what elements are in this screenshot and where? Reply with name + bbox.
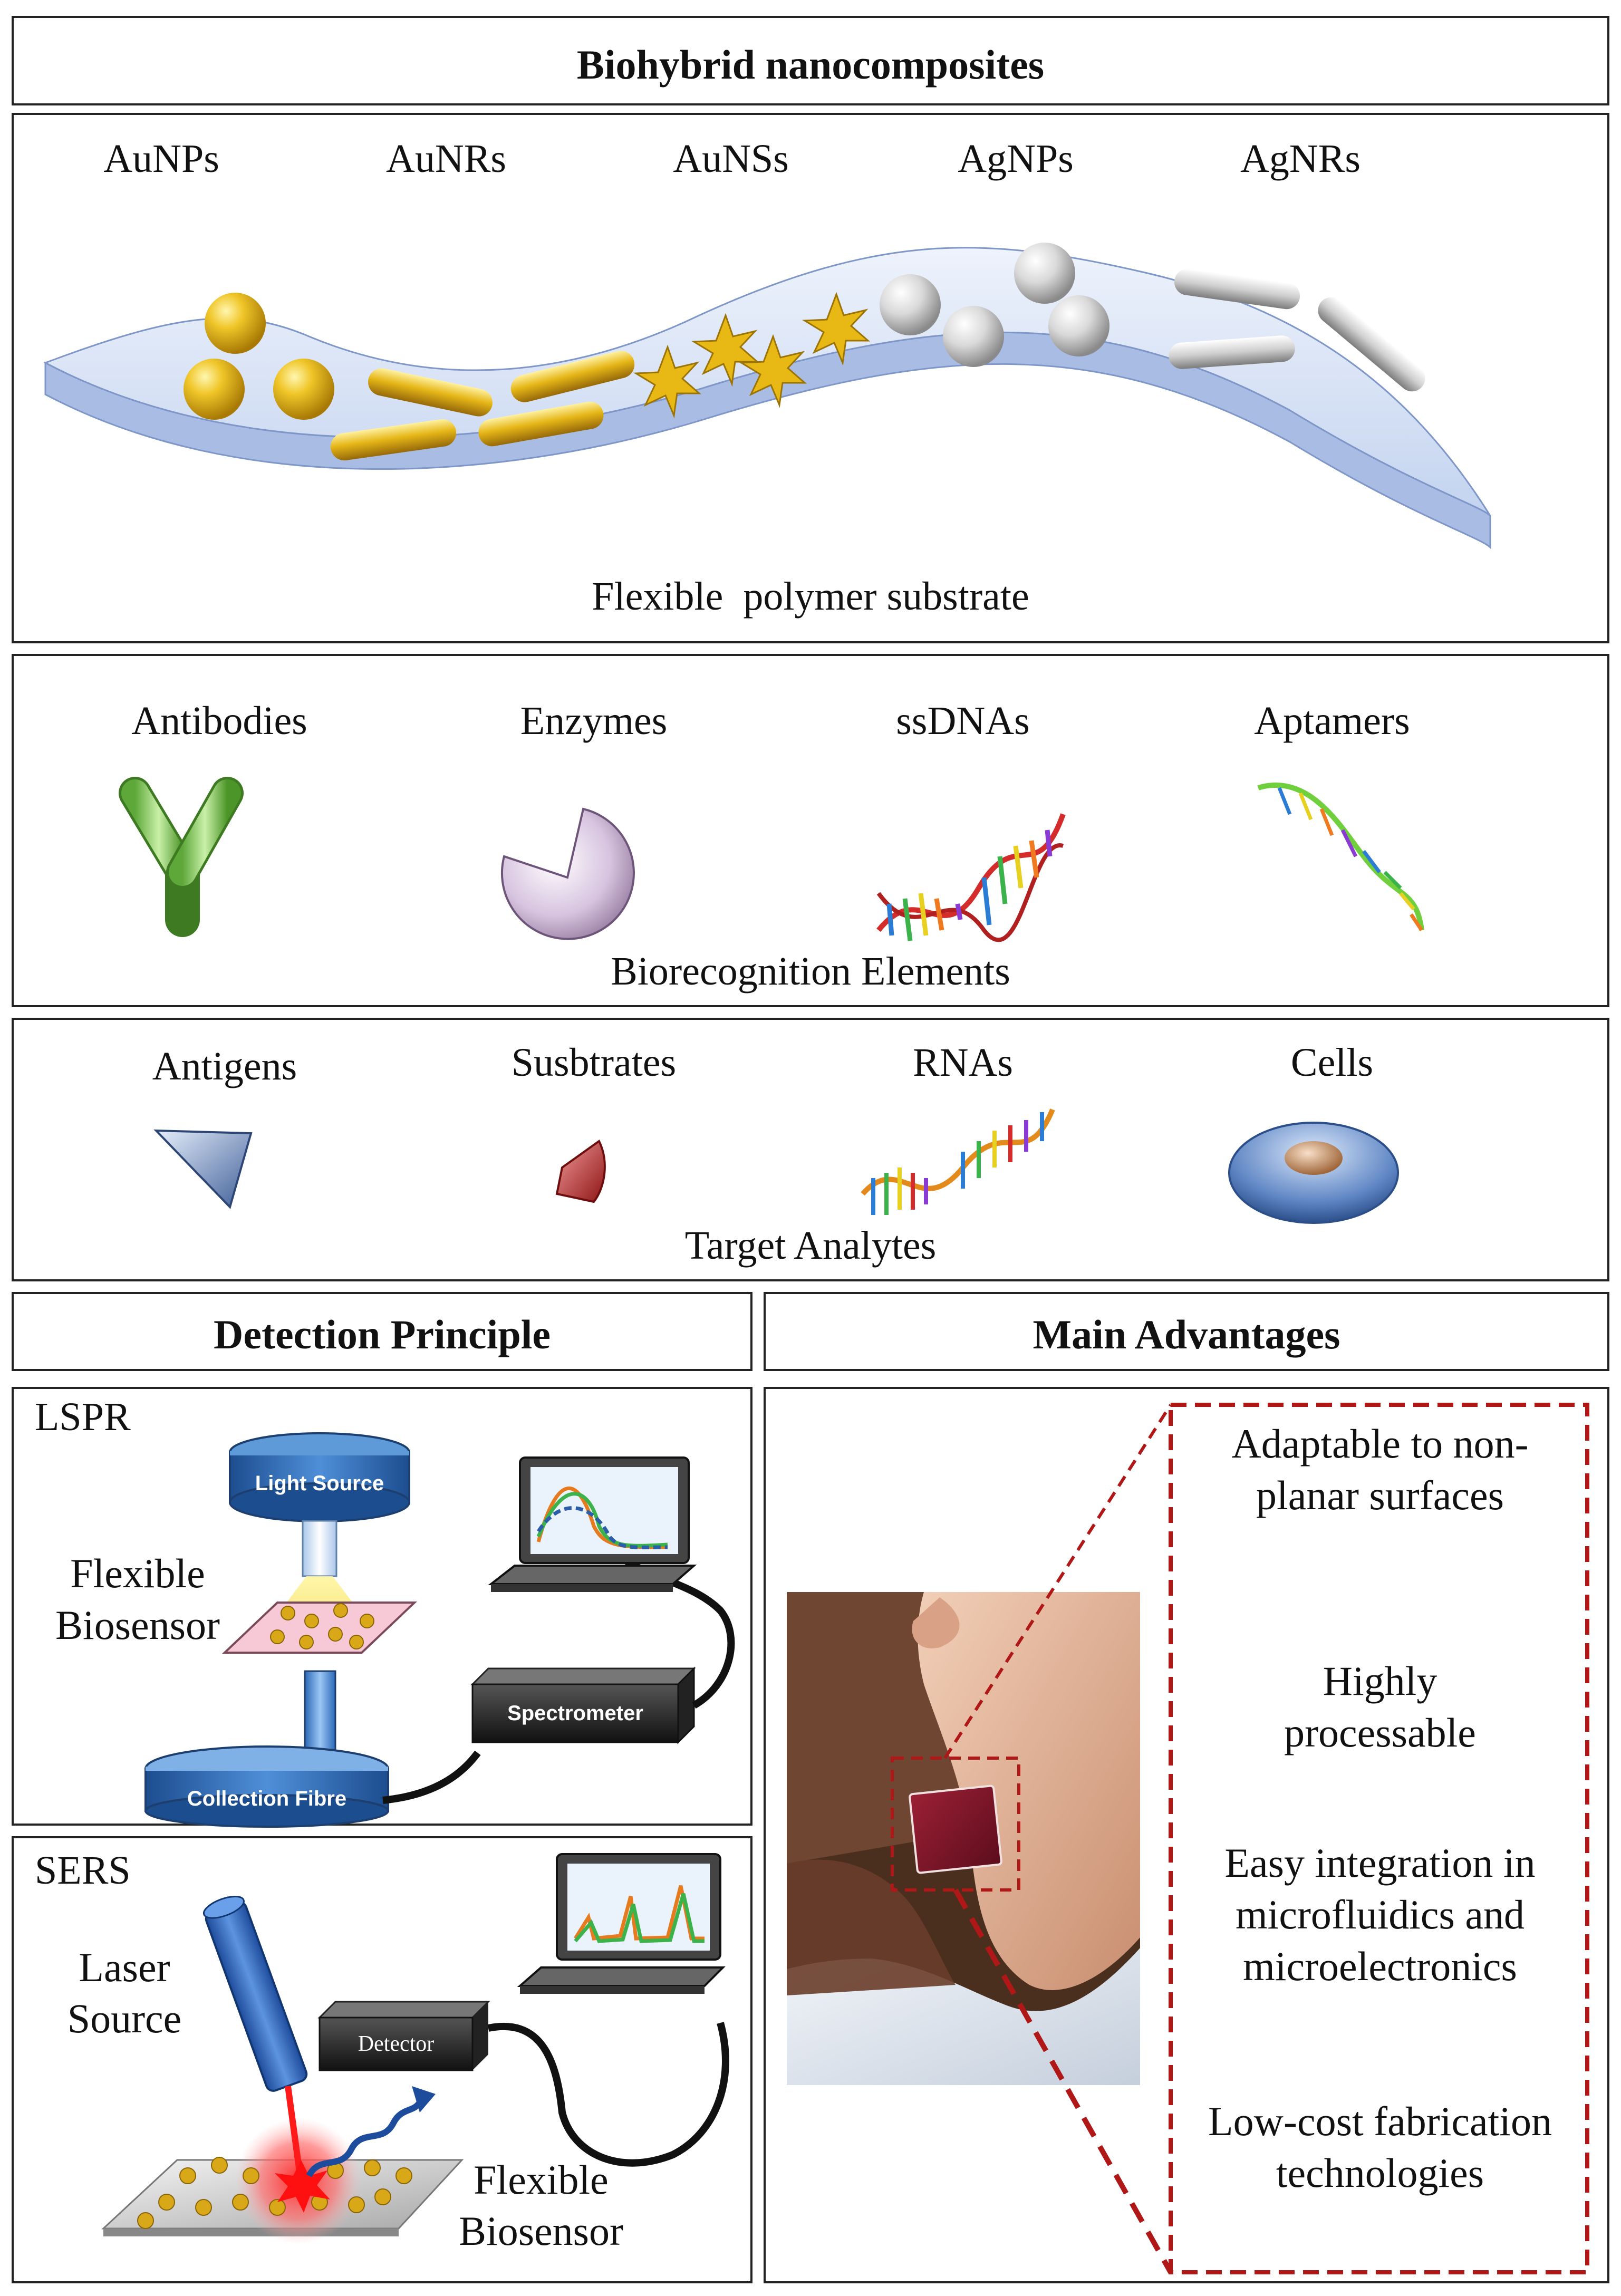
gold-star [802, 292, 870, 366]
detection-header: Detection Principle [214, 1311, 551, 1357]
gold-rod [330, 419, 457, 461]
lspr-panel: LSPR Flexible Biosensor [12, 1387, 752, 1828]
laptop [488, 1456, 697, 1592]
sers-panel: SERS Laser Source Flexible Biosensor [12, 1836, 752, 2283]
collection-tube [304, 1670, 336, 1757]
patch-highlight [891, 1757, 1020, 1892]
silver-rod [1169, 335, 1295, 369]
advantages-header-box: Main Advantages [764, 1292, 1609, 1371]
advantage-4: Low-cost fabrication technologies [1208, 2098, 1552, 2196]
collection-fibre-text: Collection Fibre [187, 1787, 346, 1810]
label-aunps: AuNPs [103, 137, 219, 181]
advantage-1: Adaptable to non-planar surfaces [1231, 1421, 1529, 1518]
cable [382, 1750, 481, 1804]
advantage-2: Highly processable [1284, 1658, 1476, 1755]
biorecognition-panel: Antibodies Enzymes ssDNAs Aptamers [12, 654, 1609, 1007]
lspr-biosensor-line2: Biosensor [55, 1602, 220, 1648]
analyte-icons [153, 1108, 1399, 1224]
nanoparticle-panel: AuNPs AuNRs AuNSs AgNPs AgNRs [12, 113, 1609, 643]
detector: Detector [317, 2001, 490, 2071]
analytes-caption: Target Analytes [684, 1223, 937, 1268]
label-agnrs: AgNRs [1240, 137, 1361, 181]
label-enzymes: Enzymes [520, 699, 668, 743]
sers-biosensor-line2: Biosensor [459, 2208, 623, 2254]
gold-star [739, 334, 807, 408]
laser-source [202, 1896, 308, 2092]
aptamer-icon [1257, 782, 1424, 931]
sers-particles [137, 2157, 412, 2229]
gold-sphere [184, 359, 245, 420]
light-source-text: Light Source [255, 1472, 384, 1495]
zoom-line-bottom [953, 1888, 1173, 2274]
gold-rod [510, 351, 635, 402]
substrate-icon [555, 1140, 606, 1203]
lspr-setup: Light Source Collection Fibre [144, 1432, 735, 1828]
sers-label: SERS [35, 1848, 131, 1893]
advantage-3: Easy integration in microfluidics and mi… [1224, 1840, 1536, 1989]
plate-particles [270, 1603, 374, 1649]
label-aunss: AuNSs [673, 137, 789, 181]
title-box: Biohybrid nanocomposites [12, 16, 1609, 105]
sensor-patch [909, 1784, 1002, 1874]
advantages-graphics [787, 1403, 1589, 2274]
label-agnps: AgNPs [958, 137, 1074, 181]
biorecognition-icons [119, 777, 1424, 942]
ssdna-icon [876, 813, 1066, 942]
advantages-header: Main Advantages [1033, 1311, 1340, 1357]
zoom-line-top [943, 1404, 1172, 1759]
analytes-panel: Antigens Susbtrates RNAs Cells [12, 1018, 1609, 1281]
label-antigens: Antigens [152, 1044, 297, 1088]
label-cells: Cells [1290, 1040, 1374, 1085]
detector-text: Detector [358, 2032, 435, 2056]
laptop [517, 1853, 726, 1994]
gold-rod [368, 368, 493, 417]
biosensor-plate [221, 1602, 418, 1654]
biorecognition-caption: Biorecognition Elements [611, 949, 1010, 993]
silver-rod [1174, 268, 1300, 310]
silver-sphere [880, 274, 941, 335]
antibody-icon [119, 777, 244, 937]
gold-star [633, 344, 701, 419]
rna-icon [861, 1108, 1055, 1215]
sers-laser-line1: Laser [79, 1944, 170, 1990]
label-ssdnas: ssDNAs [896, 699, 1030, 743]
spectrometer-text: Spectrometer [507, 1702, 643, 1725]
substrate-illustration [43, 243, 1491, 549]
cell-icon [1228, 1122, 1399, 1224]
silver-sphere [1014, 243, 1075, 304]
label-aunrs: AuNRs [385, 137, 507, 181]
sers-laser-line2: Source [67, 1995, 182, 2041]
gold-sphere [205, 293, 266, 354]
scattered-wave [306, 2100, 423, 2178]
lspr-label: LSPR [35, 1395, 131, 1439]
label-rnas: RNAs [912, 1040, 1014, 1085]
silver-sphere [943, 306, 1004, 367]
substrate-label: Flexible polymer substrate [592, 574, 1029, 619]
silver-rod [1318, 297, 1425, 392]
gold-star [691, 313, 759, 387]
cable [487, 2022, 729, 2167]
antigen-icon [153, 1129, 253, 1209]
label-substrates: Susbtrates [511, 1040, 677, 1085]
collection-fibre: Collection Fibre [144, 1745, 389, 1828]
spectrometer: Spectrometer [470, 1666, 696, 1744]
optic-tube [302, 1520, 337, 1577]
enzyme-icon [501, 807, 635, 940]
sers-setup: Detector [101, 1853, 729, 2244]
advantages-panel: Adaptable to non-planar surfaces Highly … [764, 1387, 1609, 2283]
label-aptamers: Aptamers [1254, 699, 1410, 743]
gold-sphere [273, 359, 334, 420]
lspr-biosensor-line1: Flexible [70, 1550, 205, 1596]
advantages-highlight [1169, 1403, 1589, 2274]
light-source: Light Source [229, 1432, 410, 1522]
laser-spot [275, 2160, 330, 2213]
label-antibodies: Antibodies [131, 699, 307, 743]
detection-header-box: Detection Principle [12, 1292, 752, 1371]
silver-sphere [1048, 295, 1109, 356]
skin-photo [787, 1592, 1140, 2085]
page-title: Biohybrid nanocomposites [576, 42, 1045, 88]
gold-rod [478, 401, 604, 447]
sers-biosensor-line1: Flexible [474, 2157, 609, 2203]
